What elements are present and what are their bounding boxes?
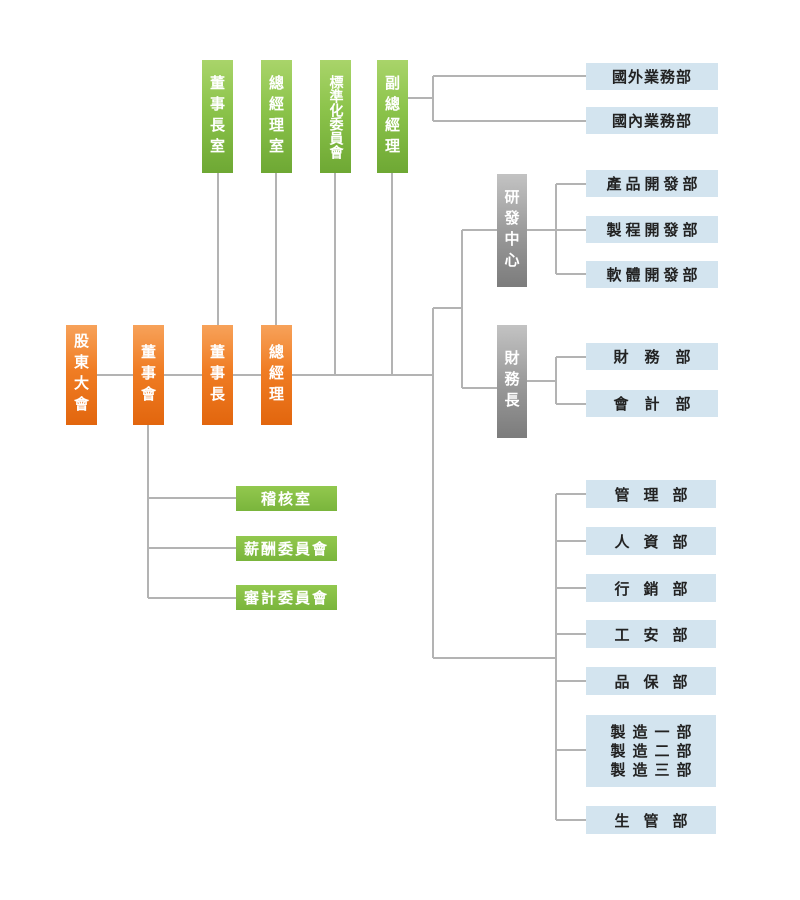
software-dev-label: 軟體開發部 <box>606 266 702 284</box>
audit-office-box: 稽核室 <box>236 486 337 511</box>
production-control-box: 生管部 <box>586 806 716 834</box>
finance-label: 財務部 <box>613 348 707 366</box>
gm-box: 總經理 <box>261 325 292 425</box>
shareholders-label: 股東大會 <box>72 333 90 417</box>
chairman-office-label: 董事長室 <box>208 74 226 159</box>
quality-box: 品保部 <box>586 667 716 695</box>
mfg3-label: 製造三部 <box>610 760 699 779</box>
domestic-business-label: 國內業務部 <box>611 112 692 130</box>
chairman-box: 董事長 <box>202 325 233 425</box>
chairman-office-box: 董事長室 <box>202 60 233 173</box>
safety-box: 工安部 <box>586 620 716 648</box>
domestic-business-box: 國內業務部 <box>586 107 718 134</box>
mfg2-label: 製造二部 <box>610 741 699 760</box>
standards-committee-box: 標準化委員會 <box>320 60 351 173</box>
intl-business-box: 國外業務部 <box>586 63 718 90</box>
rd-center-label: 研發中心 <box>502 188 521 273</box>
compensation-committee-box: 薪酬委員會 <box>236 536 337 561</box>
audit-committee-box: 審計委員會 <box>236 585 337 610</box>
gm-office-label: 總經理室 <box>267 74 285 159</box>
gm-office-box: 總經理室 <box>261 60 292 173</box>
marketing-box: 行銷部 <box>586 574 716 602</box>
quality-label: 品保部 <box>614 672 702 691</box>
hr-label: 人資部 <box>614 532 702 551</box>
compensation-committee-label: 薪酬委員會 <box>243 540 329 558</box>
management-box: 管理部 <box>586 480 716 508</box>
mfg1-label: 製造一部 <box>610 722 699 741</box>
cfo-box: 財務長 <box>497 325 527 438</box>
manufacturing-box: 製造一部 製造二部 製造三部 <box>586 715 716 787</box>
hr-box: 人資部 <box>586 527 716 555</box>
safety-label: 工安部 <box>614 625 702 644</box>
management-label: 管理部 <box>614 485 702 504</box>
software-dev-box: 軟體開發部 <box>586 261 718 288</box>
rd-center-box: 研發中心 <box>497 174 527 287</box>
shareholders-box: 股東大會 <box>66 325 97 425</box>
product-dev-label: 產品開發部 <box>606 175 702 193</box>
marketing-label: 行銷部 <box>614 579 702 598</box>
audit-committee-label: 審計委員會 <box>243 589 329 607</box>
deputy-gm-label: 副總經理 <box>383 74 401 159</box>
chairman-label: 董事長 <box>208 343 226 407</box>
intl-business-label: 國外業務部 <box>611 68 692 86</box>
cfo-label: 財務長 <box>502 350 521 413</box>
standards-committee-label: 標準化委員會 <box>327 74 344 159</box>
board-label: 董事會 <box>139 343 157 407</box>
production-control-label: 生管部 <box>614 811 702 830</box>
product-dev-box: 產品開發部 <box>586 170 718 197</box>
audit-office-label: 稽核室 <box>260 490 312 508</box>
finance-box: 財務部 <box>586 343 718 370</box>
accounting-label: 會計部 <box>613 395 707 413</box>
board-box: 董事會 <box>133 325 164 425</box>
deputy-gm-box: 副總經理 <box>377 60 408 173</box>
process-dev-label: 製程開發部 <box>606 221 702 239</box>
gm-label: 總經理 <box>267 343 285 407</box>
process-dev-box: 製程開發部 <box>586 216 718 243</box>
accounting-box: 會計部 <box>586 390 718 417</box>
